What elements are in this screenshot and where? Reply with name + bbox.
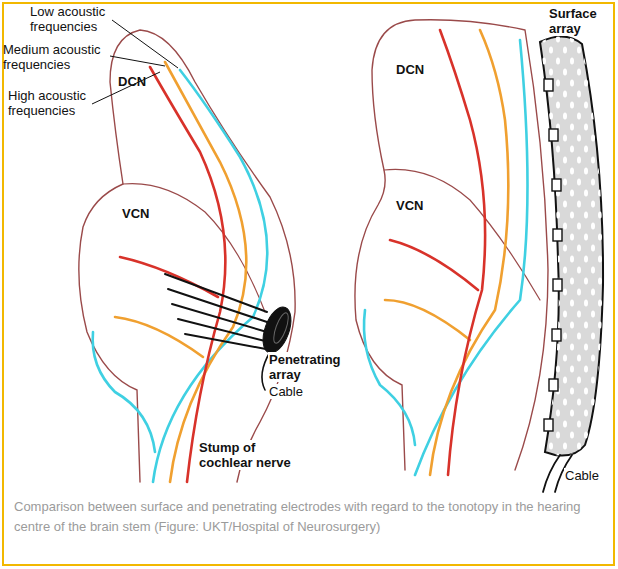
electrode-pad	[553, 229, 562, 241]
leader-lines	[92, 20, 178, 104]
frequency-label: High acoustic frequencies	[8, 88, 94, 118]
frequency-label: Medium acoustic frequencies	[3, 42, 109, 72]
nerve-label: Stump of cochlear nerve	[198, 440, 300, 470]
region-label: VCN	[122, 206, 162, 221]
electrode-pad	[549, 129, 558, 141]
electrode-pad	[552, 179, 561, 191]
region-label: DCN	[118, 74, 158, 89]
penetrating-figure	[79, 30, 297, 482]
frequency-label: Low acoustic frequencies	[30, 4, 120, 34]
figure-caption: Comparison between surface and penetrati…	[14, 497, 602, 537]
electrode-label: Penetrating array	[268, 352, 356, 382]
cable-label: Cable	[268, 384, 320, 399]
region-label: VCN	[396, 198, 436, 213]
electrode-pad	[549, 379, 558, 391]
cable-label: Cable	[564, 468, 612, 483]
region-label: DCN	[396, 62, 436, 77]
surface-figure	[355, 20, 603, 492]
electrode-pad	[544, 419, 553, 431]
electrode-pad	[544, 79, 553, 91]
electrode-pad	[552, 329, 561, 341]
electrode-label: Surface array	[548, 6, 612, 36]
electrode-pad	[553, 279, 562, 291]
frame	[3, 3, 614, 565]
